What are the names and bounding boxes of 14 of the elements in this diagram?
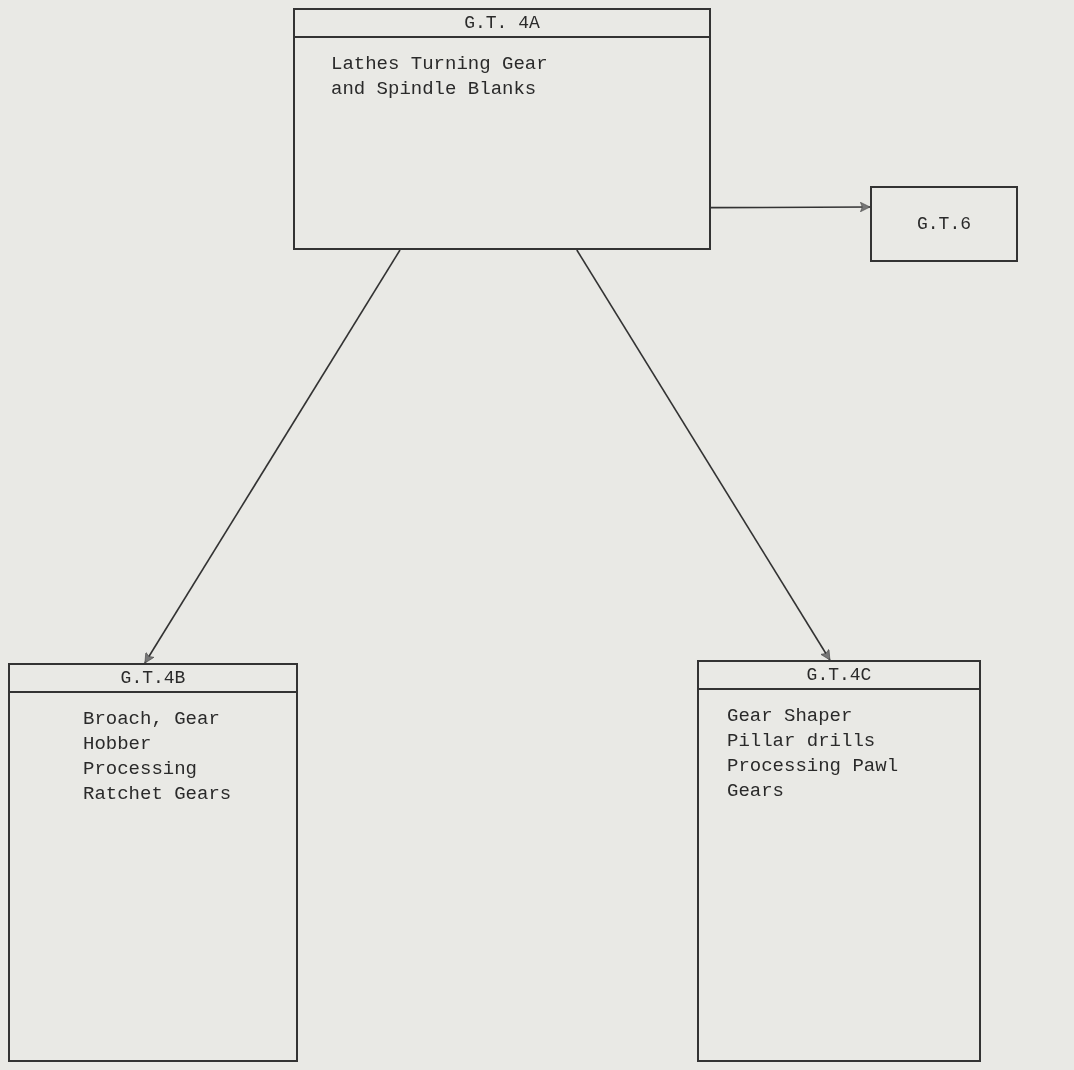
- arrow: [144, 249, 401, 664]
- arrow: [710, 201, 871, 213]
- box-heading: G.T. 4A: [464, 14, 540, 32]
- process-box: [870, 186, 1018, 262]
- box-text: G.T.6: [917, 212, 971, 236]
- process-box: [8, 663, 298, 1062]
- box-heading: G.T.4C: [806, 666, 872, 684]
- box-text: Broach, Gear Hobber Processing Ratchet Gears: [83, 707, 233, 807]
- box-text: Lathes Turning Gear and Spindle Blanks: [331, 52, 549, 102]
- box-text: Gear Shaper Pillar drills Processing Pawl Gears: [727, 704, 900, 804]
- process-box: [293, 8, 711, 250]
- box-heading: G.T.4B: [120, 669, 186, 687]
- arrow: [576, 249, 831, 661]
- process-box: [697, 660, 981, 1062]
